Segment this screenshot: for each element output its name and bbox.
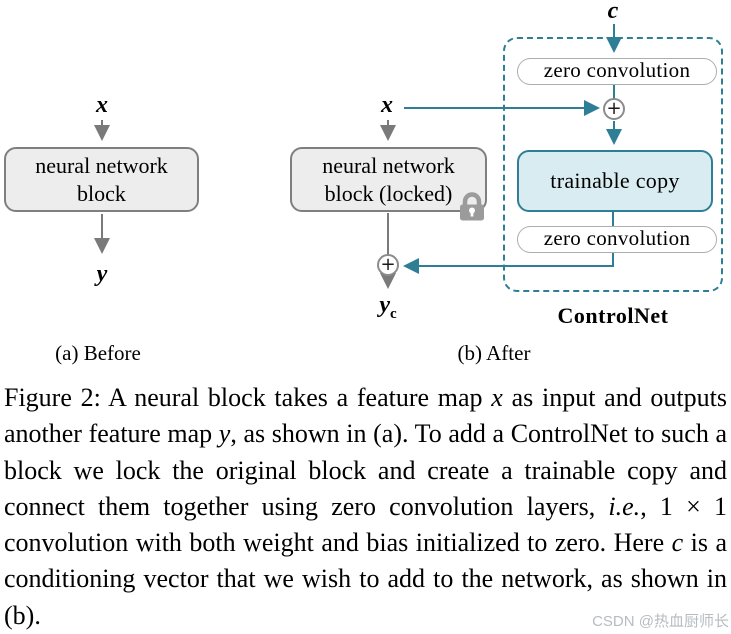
caption-text: Figure 2: A neural block takes a feature… bbox=[4, 383, 492, 412]
controlnet-label: ControlNet bbox=[557, 303, 669, 328]
zeroconv-to-output-sum-arrow bbox=[403, 253, 614, 274]
caption-text: , 1 × 1 convolution with both weight and… bbox=[4, 491, 728, 558]
caption-text: is a conditioning vector that we wish to… bbox=[4, 528, 727, 630]
caption-text: as input and outputs another feature map bbox=[4, 383, 727, 449]
caption-math-c: c bbox=[671, 528, 684, 558]
panel-b-caption: (b) After bbox=[457, 341, 531, 365]
a-block-label-line2: block bbox=[77, 181, 126, 206]
zero-convolution-bottom: zero convolution bbox=[517, 226, 717, 253]
plus-symbol: + bbox=[380, 254, 396, 275]
b-output-subscript: c bbox=[389, 305, 397, 322]
sum-node-input: + bbox=[603, 98, 625, 120]
b-condition-label: c bbox=[607, 0, 619, 24]
sum-node-output: + bbox=[377, 254, 399, 276]
caption-math-x: x bbox=[491, 383, 503, 412]
caption-ie: i.e. bbox=[608, 491, 641, 521]
b-output-base: y bbox=[379, 292, 390, 318]
b-output-label: yc bbox=[379, 292, 396, 323]
caption-math-y: y bbox=[218, 419, 231, 449]
b-block-label-line1: neural network bbox=[322, 153, 455, 178]
b-input-label: x bbox=[381, 92, 393, 118]
zero-convolution-top: zero convolution bbox=[517, 58, 717, 85]
plus-symbol: + bbox=[606, 98, 622, 119]
b-block-label-line2: block (locked) bbox=[324, 181, 453, 206]
trainable-copy-block: trainable copy bbox=[517, 150, 713, 212]
watermark: CSDN @热血厨师长 bbox=[592, 613, 729, 630]
b-locked-block: neural network block (locked) bbox=[290, 147, 487, 212]
a-block-label-line1: neural network bbox=[35, 153, 168, 178]
caption-text: , as shown in (a). To add a ControlNet t… bbox=[4, 419, 727, 521]
lock-icon bbox=[460, 192, 484, 221]
figure-caption: Figure 2: A neural block takes a feature… bbox=[4, 380, 727, 634]
a-output-label: y bbox=[96, 261, 108, 287]
panel-a-caption: (a) Before bbox=[55, 341, 141, 365]
a-input-label: x bbox=[96, 92, 108, 118]
a-neural-network-block: neural network block bbox=[4, 147, 199, 212]
